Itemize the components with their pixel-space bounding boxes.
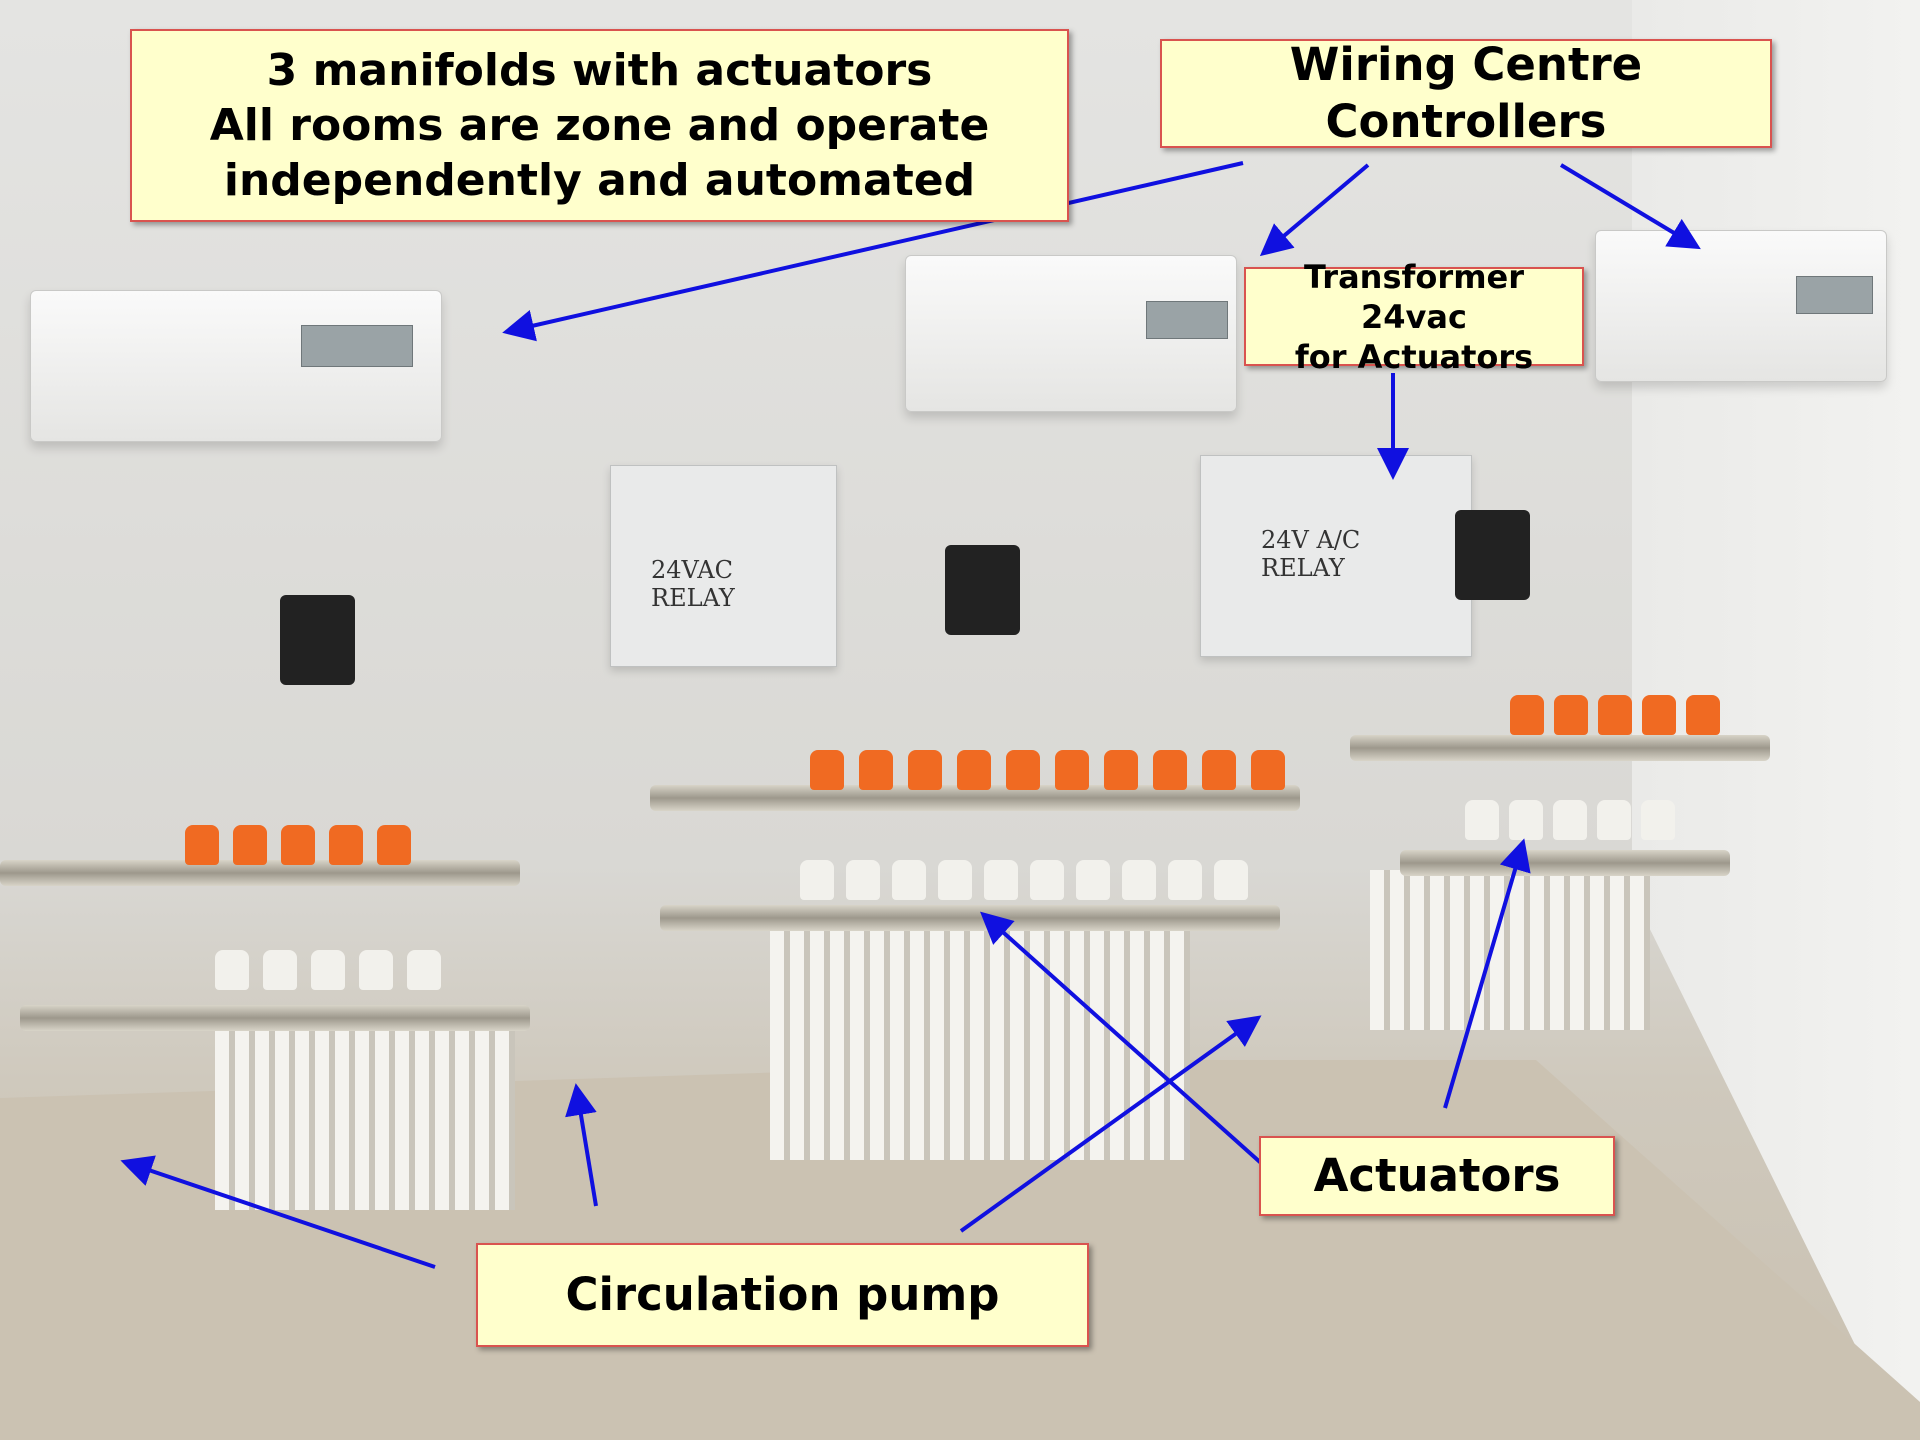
wiring-centre-middle bbox=[905, 255, 1237, 412]
actuator-head bbox=[1122, 860, 1156, 900]
callout-wiring-centre: Wiring Centre Controllers bbox=[1160, 38, 1772, 148]
actuator-head bbox=[892, 860, 926, 900]
actuator-head bbox=[1214, 860, 1248, 900]
callout-manifolds-line3: independently and automated bbox=[223, 155, 976, 206]
arrow-to-right-pump bbox=[959, 1015, 1262, 1233]
wiring-centre-right bbox=[1595, 230, 1887, 382]
flow-meter-valve bbox=[1055, 750, 1089, 790]
callout-actuators: Actuators bbox=[1259, 1136, 1615, 1216]
callout-wiring-text: Wiring Centre Controllers bbox=[1289, 38, 1643, 148]
relay-box-left: 24VAC RELAY bbox=[610, 465, 837, 667]
arrow-to-right-controller bbox=[1559, 163, 1701, 250]
flow-meter-valve bbox=[810, 750, 844, 790]
transformer-plug-middle bbox=[945, 545, 1020, 635]
flow-meter-valve bbox=[1006, 750, 1040, 790]
actuator-head bbox=[800, 860, 834, 900]
transformer-plug-right bbox=[1455, 510, 1530, 600]
actuator-head bbox=[1076, 860, 1110, 900]
manifold-right-top bbox=[1350, 735, 1770, 761]
arrow-to-middle-pump bbox=[565, 1083, 598, 1207]
arrow-to-left-controller bbox=[502, 161, 1244, 342]
flow-meter-valve bbox=[1104, 750, 1138, 790]
actuator-head bbox=[359, 950, 393, 990]
flow-meter-valve bbox=[377, 825, 411, 865]
callout-actuators-text: Actuators bbox=[1313, 1148, 1561, 1202]
callout-manifolds-line1: 3 manifolds with actuators bbox=[266, 45, 933, 96]
flow-meter-valve bbox=[1202, 750, 1236, 790]
callout-manifolds-line2: All rooms are zone and operate bbox=[209, 100, 990, 151]
actuator-head bbox=[938, 860, 972, 900]
manifold-middle-bottom bbox=[660, 905, 1280, 931]
arrow-to-right-actuators bbox=[1443, 838, 1531, 1109]
transformer-plug-left bbox=[280, 595, 355, 685]
actuator-head bbox=[984, 860, 1018, 900]
actuator-head bbox=[407, 950, 441, 990]
flow-meter-valve bbox=[957, 750, 991, 790]
relay-box-right: 24V A/C RELAY bbox=[1200, 455, 1472, 657]
flow-meter-valve bbox=[185, 825, 219, 865]
actuator-head bbox=[1641, 800, 1675, 840]
flow-meter-valve bbox=[329, 825, 363, 865]
actuator-head bbox=[1597, 800, 1631, 840]
arrow-to-middle-actuators bbox=[980, 911, 1263, 1165]
pipes-right bbox=[1370, 870, 1650, 1030]
actuator-head bbox=[263, 950, 297, 990]
flow-meter-valve bbox=[1153, 750, 1187, 790]
flow-meter-valve bbox=[1554, 695, 1588, 735]
actuator-head bbox=[1168, 860, 1202, 900]
flow-meter-valve bbox=[908, 750, 942, 790]
relay-left-label: 24VAC RELAY bbox=[651, 556, 735, 612]
actuator-head bbox=[1465, 800, 1499, 840]
wiring-centre-left bbox=[30, 290, 442, 442]
flow-meter-valve bbox=[859, 750, 893, 790]
actuator-head bbox=[215, 950, 249, 990]
pipes-middle bbox=[770, 930, 1190, 1160]
callout-manifolds: 3 manifolds with actuators All rooms are… bbox=[130, 29, 1069, 222]
actuator-head bbox=[311, 950, 345, 990]
callout-transformer-line1: Transformer 24vac bbox=[1303, 257, 1525, 336]
pipes-left bbox=[215, 1010, 515, 1210]
relay-right-label: 24V A/C RELAY bbox=[1261, 526, 1361, 582]
actuator-head bbox=[1509, 800, 1543, 840]
actuator-head bbox=[1553, 800, 1587, 840]
callout-transformer: Transformer 24vac for Actuators bbox=[1244, 258, 1584, 376]
arrow-to-middle-controller bbox=[1259, 163, 1370, 257]
flow-meter-valve bbox=[1510, 695, 1544, 735]
callout-pump-text: Circulation pump bbox=[565, 1267, 1000, 1321]
flow-meter-valve bbox=[233, 825, 267, 865]
callout-circulation-pump: Circulation pump bbox=[476, 1243, 1089, 1347]
callout-transformer-line2: for Actuators bbox=[1294, 337, 1534, 376]
flow-meter-valve bbox=[1598, 695, 1632, 735]
manifold-left-bottom bbox=[20, 1005, 530, 1031]
flow-meter-valve bbox=[1686, 695, 1720, 735]
actuator-head bbox=[1030, 860, 1064, 900]
flow-meter-valve bbox=[1251, 750, 1285, 790]
flow-meter-valve bbox=[1642, 695, 1676, 735]
manifold-right-bottom bbox=[1400, 850, 1730, 876]
actuator-head bbox=[846, 860, 880, 900]
arrow-to-left-pump bbox=[120, 1155, 436, 1269]
flow-meter-valve bbox=[281, 825, 315, 865]
